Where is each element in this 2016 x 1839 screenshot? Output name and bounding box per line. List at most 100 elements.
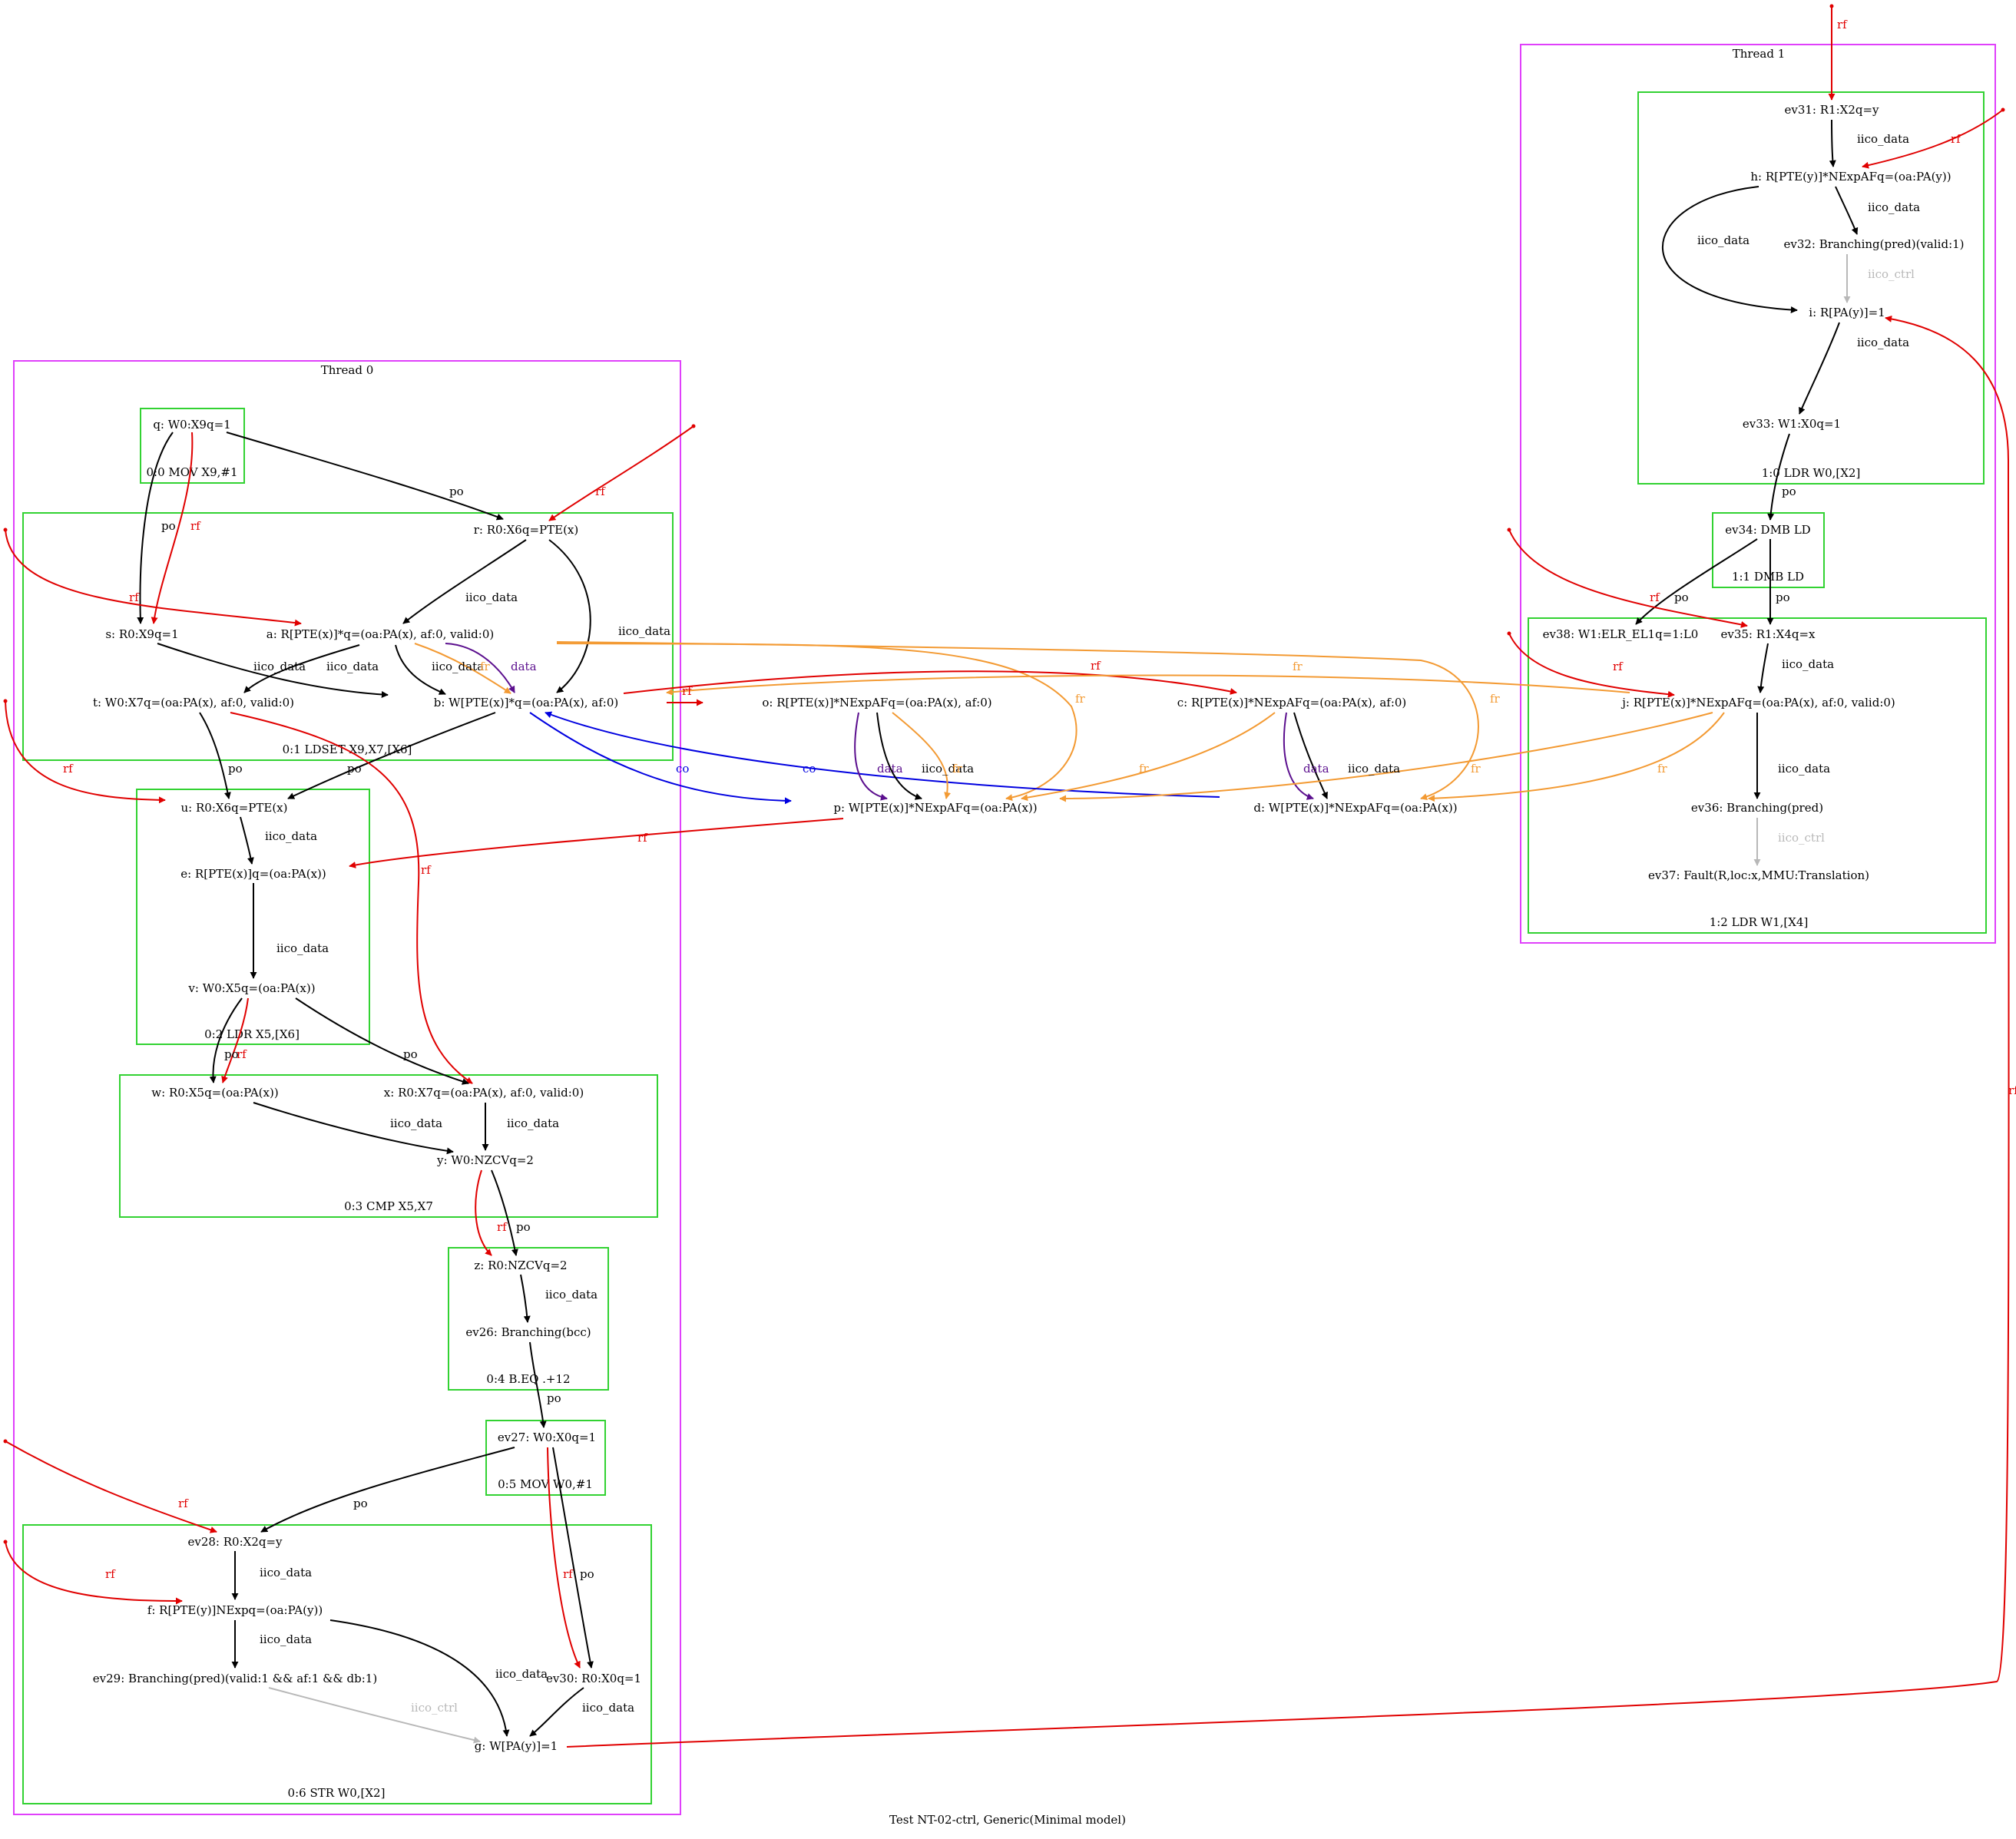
instruction-label-i04: 0:4 B.EQ .+12 <box>486 1372 570 1386</box>
event-node-q: q: W0:X9q=1 <box>153 418 230 432</box>
instruction-box-i11 <box>1712 512 1825 588</box>
edge-label-f-g: iico_data <box>495 1667 548 1681</box>
edge-o-p <box>876 712 922 800</box>
event-node-ev28: ev28: R0:X2q=y <box>187 1535 283 1549</box>
edge-ev30-g <box>529 1687 584 1737</box>
edge-init-j-rf <box>1508 633 1675 698</box>
edge-label-j-ev36: iico_data <box>1778 762 1830 776</box>
edge-label-j-b-fr: fr <box>1293 660 1303 673</box>
edge-label-ev28-f: iico_data <box>260 1566 312 1579</box>
edge-label-ev27-ev30-po: po <box>580 1567 594 1581</box>
edge-j-p-fr <box>1059 712 1713 802</box>
event-node-ev33: ev33: W1:X0q=1 <box>1743 417 1841 431</box>
event-node-f: f: R[PTE(y)]NExpq=(oa:PA(y)) <box>147 1603 323 1617</box>
edge-d-b-co <box>545 711 1220 798</box>
edge-label-ev30-g: iico_data <box>582 1701 634 1715</box>
edge-label-i-ev33: iico_data <box>1857 336 1909 349</box>
edge-label-y-z-rf: rf <box>497 1220 508 1234</box>
edge-u-e <box>240 816 254 865</box>
instruction-label-i00: 0:0 MOV X9,#1 <box>146 465 237 479</box>
edge-label-ev29-g: iico_ctrl <box>411 1701 458 1715</box>
edge-init-a-rf <box>5 529 302 627</box>
edge-label-a-t: iico_data <box>326 660 379 673</box>
edge-label-init-ev31-rf: rf <box>1837 18 1848 31</box>
edge-b-c-rf <box>623 670 1237 695</box>
edge-label-h-i: iico_data <box>1697 233 1750 247</box>
edge-ev29-g <box>268 1687 481 1744</box>
edge-b-u-po <box>287 712 496 799</box>
edge-label-y-z-po: po <box>516 1220 531 1234</box>
event-node-t: t: W0:X7q=(oa:PA(x), af:0, valid:0) <box>93 696 294 709</box>
edge-label-ev34-ev35: po <box>1776 590 1790 604</box>
edge-q-s-rf <box>151 432 194 624</box>
edge-label-u-e: iico_data <box>265 829 317 843</box>
instruction-label-i05: 0:5 MOV W0,#1 <box>498 1477 593 1491</box>
edge-ev27-ev30-rf <box>547 1447 581 1669</box>
edge-j-b-fr <box>666 674 1630 696</box>
event-node-y: y: W0:NZCVq=2 <box>436 1153 534 1167</box>
thread-label-t1: Thread 1 <box>1733 47 1786 61</box>
edge-label-r-b: iico_data <box>618 624 670 638</box>
edge-v-w-po <box>209 997 243 1083</box>
edge-label-v-w-po: po <box>224 1047 239 1061</box>
event-node-ev26: ev26: Branching(bcc) <box>465 1325 591 1339</box>
thread-label-t0: Thread 0 <box>321 363 374 377</box>
edge-g-i-rf <box>566 315 2010 1748</box>
edges <box>3 4 2010 1748</box>
edge-label-c-d: iico_data <box>1348 762 1400 776</box>
edge-label-b-p-co: co <box>676 762 689 776</box>
event-node-x: x: R0:X7q=(oa:PA(x), af:0, valid:0) <box>384 1086 584 1100</box>
instruction-label-i11: 1:1 DMB LD <box>1732 570 1804 584</box>
edge-init-ev35-rf <box>1508 529 1748 628</box>
edge-v-w-rf <box>221 997 249 1083</box>
edge-o-p-fr <box>892 712 951 799</box>
edge-label-t-x-rf: rf <box>421 863 432 877</box>
edge-label-b-o-rf: rf <box>682 684 693 698</box>
edge-label-f-ev29: iico_data <box>260 1632 312 1646</box>
edge-j-d-fr <box>1428 712 1725 802</box>
edge-t-u-po <box>199 712 231 799</box>
event-node-j: j: R[PTE(x)]*NExpAFq=(oa:PA(x), af:0, va… <box>1620 696 1895 709</box>
edge-a-b <box>395 644 446 695</box>
edge-a-d-fr <box>556 641 1479 800</box>
event-node-ev34: ev34: DMB LD <box>1725 523 1810 537</box>
edge-label-p-e-rf: rf <box>637 831 648 845</box>
edge-label-ev35-j: iico_data <box>1782 657 1834 671</box>
edge-label-c-p-fr: fr <box>1139 762 1150 776</box>
event-node-ev31: ev31: R1:X2q=y <box>1784 103 1879 117</box>
edge-v-x-po <box>295 997 469 1085</box>
edge-label-o-p-fr: fr <box>952 762 963 776</box>
edge-label-init-ev28-rf: rf <box>178 1497 189 1510</box>
edge-ev31-h <box>1829 119 1836 167</box>
edge-s-b <box>157 643 389 699</box>
event-node-h: h: R[PTE(y)]*NExpAFq=(oa:PA(y)) <box>1750 170 1951 184</box>
edge-h-ev32 <box>1835 186 1859 235</box>
edge-label-ev31-h: iico_data <box>1857 132 1909 146</box>
edge-init-h-rf <box>1862 109 2004 169</box>
edge-c-p-fr <box>1021 712 1276 802</box>
event-node-a: a: R[PTE(x)]*q=(oa:PA(x), af:0, valid:0) <box>266 627 494 641</box>
edge-label-v-x-po: po <box>403 1047 418 1061</box>
edge-label-init-ev35-rf: rf <box>1650 590 1660 604</box>
edge-q-r-po <box>226 432 504 521</box>
edge-y-z-rf <box>475 1169 492 1256</box>
event-node-e: e: R[PTE(x)]q=(oa:PA(x)) <box>180 867 326 881</box>
edge-label-a-b-fr: fr <box>480 660 491 673</box>
edge-r-b <box>548 539 591 693</box>
edge-label-a-b: iico_data <box>432 660 484 673</box>
instruction-box-i04 <box>448 1247 609 1391</box>
diagram-caption: Test NT-02-ctrl, Generic(Minimal model) <box>889 1813 1126 1827</box>
edge-label-j-d-fr: fr <box>1657 762 1668 776</box>
event-node-g: g: W[PA(y)]=1 <box>475 1739 558 1753</box>
instruction-box-i02 <box>136 789 370 1045</box>
edge-z-ev26 <box>520 1274 531 1323</box>
edge-c-d <box>1293 712 1328 799</box>
edge-a-b-fr <box>414 643 511 694</box>
event-node-ev32: ev32: Branching(pred)(valid:1) <box>1783 237 1964 251</box>
instruction-label-i10: 1:0 LDR W0,[X2] <box>1762 466 1861 480</box>
event-node-p: p: W[PTE(x)]*NExpAFq=(oa:PA(x)) <box>833 801 1037 815</box>
edge-o-p-data <box>854 712 888 801</box>
event-node-ev30: ev30: R0:X0q=1 <box>546 1672 641 1685</box>
event-node-ev29: ev29: Branching(pred)(valid:1 && af:1 &&… <box>93 1672 377 1685</box>
